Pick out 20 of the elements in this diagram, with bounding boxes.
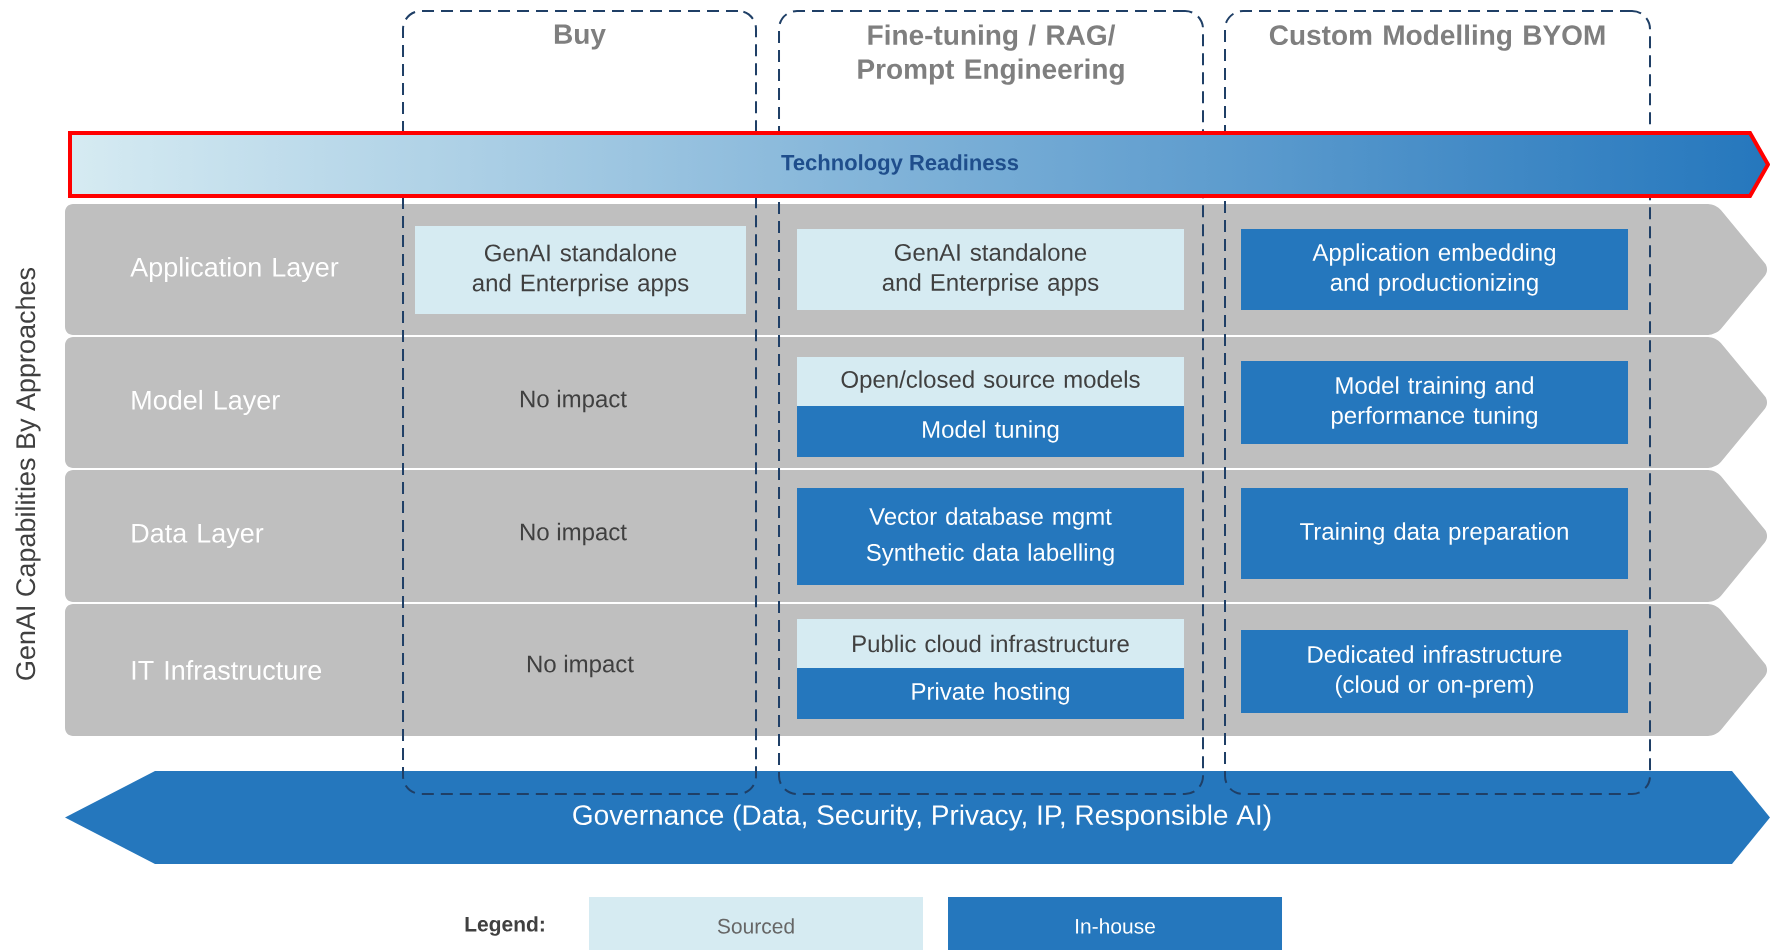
node-label: IT Infrastructure — [132, 660, 322, 680]
legend-title: Legend: — [465, 916, 544, 936]
cell-text: No impact — [527, 654, 634, 678]
capability-box: Dedicated infrastructure (cloud or on-prem) — [1241, 630, 1628, 713]
node-label: Data Layer — [132, 523, 264, 549]
capability-box: Open/closed source models — [797, 357, 1184, 406]
capability-box: Vector database mgmt Synthetic data labelling — [797, 488, 1184, 585]
cell-text: No impact — [520, 389, 627, 413]
capability-box: Application embedding and productionizing — [1241, 229, 1628, 310]
capability-box: Model training and performance tuning — [1241, 361, 1628, 444]
capability-box: GenAI standalone and Enterprise apps — [797, 229, 1184, 310]
capability-box: Public cloud infrastructure — [797, 619, 1184, 668]
capability-box: Model tuning — [797, 406, 1184, 457]
cell-text: No impact — [520, 522, 627, 546]
capability-box: Training data preparation — [1241, 488, 1628, 579]
node-label: Application Layer — [130, 256, 339, 283]
capability-box: Private hosting — [797, 668, 1184, 719]
side-title: GenAI Capabilities By Approaches — [15, 267, 41, 680]
node-label: Model Layer — [132, 389, 280, 416]
capability-box: GenAI standalone and Enterprise apps — [415, 226, 746, 314]
